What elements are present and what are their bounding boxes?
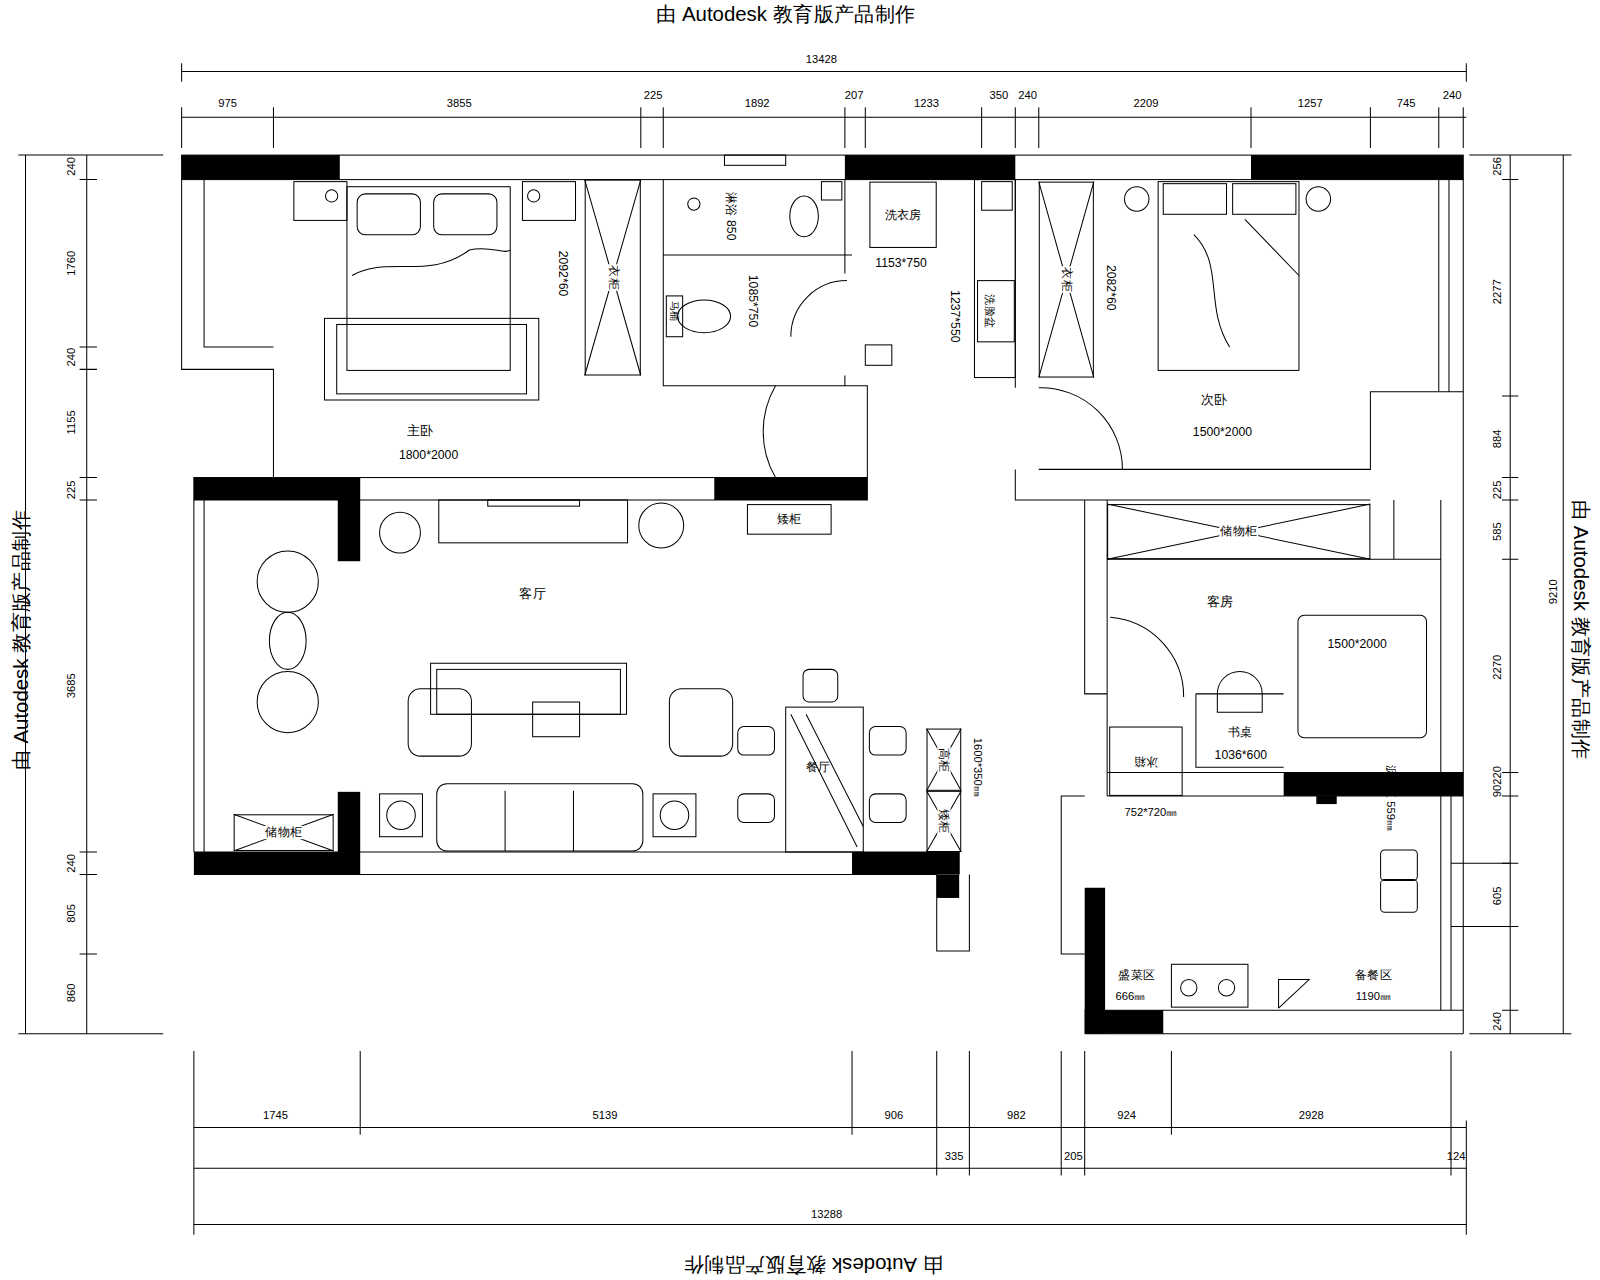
cabinet-label: 冰箱 xyxy=(1133,754,1160,767)
room-label: 餐厅 xyxy=(806,761,830,774)
dimension-label: 9210 xyxy=(1547,579,1559,604)
cabinet-label: 衣柜 xyxy=(606,264,619,291)
dimension-label: 240 xyxy=(1443,89,1462,101)
room-label: 盛菜区 xyxy=(1118,969,1155,982)
dimension-label: 3855 xyxy=(447,97,472,109)
room-label: 1800*2000 xyxy=(399,448,458,461)
cabinet-box: 洗衣房 xyxy=(869,182,936,248)
dimension-label: 240 xyxy=(65,854,77,873)
room-label: 书桌 xyxy=(1228,726,1252,739)
dimension-label: 1233 xyxy=(914,97,939,109)
cabinet-box: 矮柜 xyxy=(747,504,832,535)
cabinet-label: 高柜 xyxy=(937,746,950,773)
cabinet-box: 矮柜 xyxy=(927,791,962,852)
dimension-label: 207 xyxy=(845,89,864,101)
room-label: 752*720㎜ xyxy=(1124,806,1177,818)
dimension-label: 225 xyxy=(1491,480,1503,499)
room-label: 备餐区 xyxy=(1355,969,1392,982)
dimension-label: 5139 xyxy=(593,1109,618,1121)
room-label: 666㎜ xyxy=(1116,990,1146,1002)
dimension-label: 13428 xyxy=(806,53,837,65)
dimension-label: 13288 xyxy=(811,1208,842,1220)
room-label: 客房 xyxy=(1207,595,1234,610)
watermark: 由 Autodesk 教育版产品制作 xyxy=(656,3,916,25)
dimension-label: 585 xyxy=(1491,522,1503,541)
dimension-label: 745 xyxy=(1397,97,1416,109)
dimension-label: 2209 xyxy=(1133,97,1158,109)
room-label: 1237*550 xyxy=(947,290,960,342)
dimension-label: 225 xyxy=(644,89,663,101)
dimension-label: 2277 xyxy=(1491,279,1503,304)
watermark: 由 Autodesk 教育版产品制作 xyxy=(683,1254,943,1276)
cabinet-box: 冰箱 xyxy=(1109,727,1182,796)
dimension-label: 3685 xyxy=(65,673,77,698)
cabinet-label: 矮柜 xyxy=(937,808,950,835)
dimension-label: 1760 xyxy=(65,251,77,276)
cabinet-box: 衣柜 xyxy=(1039,182,1094,378)
watermark: 由 Autodesk 教育版产品制作 xyxy=(9,510,31,770)
room-label: 主卧 xyxy=(407,423,434,438)
cabinet-box: 储物柜 xyxy=(1107,504,1370,559)
dimension-label: 350 xyxy=(990,89,1009,101)
dimension-label: 240 xyxy=(1018,89,1037,101)
room-label: 2092*60 xyxy=(556,251,569,297)
room-label: 1600*350㎜ xyxy=(971,738,983,797)
room-label: 次卧 xyxy=(1201,393,1228,408)
room-label: 洗脸盆 xyxy=(984,294,996,328)
dimension-label: 1257 xyxy=(1298,97,1323,109)
room-label: 1153*750 xyxy=(875,257,927,270)
dimension-label: 884 xyxy=(1491,429,1503,448)
cabinet-label: 储物柜 xyxy=(264,826,303,839)
room-label: 1036*600 xyxy=(1215,748,1267,761)
room-label: 1500*2000 xyxy=(1193,426,1252,439)
dimension-label: 205 xyxy=(1064,1150,1083,1162)
cabinet-label: 储物柜 xyxy=(1219,525,1258,538)
dimension-label: 805 xyxy=(65,904,77,923)
dimension-label: 335 xyxy=(945,1150,964,1162)
room-label: 淋浴 850 xyxy=(724,192,737,240)
room-label: 马桶 xyxy=(669,301,680,321)
dimension-label: 124 xyxy=(1447,1150,1466,1162)
cabinet-label: 矮柜 xyxy=(776,513,803,526)
cabinet-box: 储物柜 xyxy=(234,814,334,851)
dimension-label: 90220 xyxy=(1491,766,1503,797)
watermark: 由 Autodesk 教育版产品制作 xyxy=(1570,500,1592,760)
dimension-label: 982 xyxy=(1007,1109,1026,1121)
dimension-label: 240 xyxy=(65,157,77,176)
dimension-label: 1155 xyxy=(65,410,77,434)
cabinet-label: 衣柜 xyxy=(1060,266,1073,293)
cabinet-box: 衣柜 xyxy=(585,180,641,376)
room-label: 1190㎜ xyxy=(1356,990,1391,1002)
dimension-label: 860 xyxy=(65,983,77,1002)
dimension-label: 906 xyxy=(885,1109,904,1121)
room-label: 客厅 xyxy=(519,587,546,602)
room-label: 2082*60 xyxy=(1103,265,1116,311)
dimension-label: 975 xyxy=(218,97,237,109)
dimension-label: 240 xyxy=(65,348,77,367)
dimension-label: 2928 xyxy=(1299,1109,1324,1121)
dimension-label: 225 xyxy=(65,480,77,499)
dimension-label: 924 xyxy=(1117,1109,1136,1121)
cabinet-label: 洗衣房 xyxy=(884,208,923,221)
dimension-label: 240 xyxy=(1491,1012,1503,1031)
room-label: 1500*2000 xyxy=(1328,638,1387,651)
cabinet-box: 高柜 xyxy=(927,729,962,791)
dimension-label: 2270 xyxy=(1491,655,1503,680)
room-label: 沥水区 559㎜ xyxy=(1385,765,1397,832)
dimension-label: 605 xyxy=(1491,887,1503,906)
dimension-label: 1745 xyxy=(263,1109,288,1121)
room-label: 1085*750 xyxy=(745,275,758,327)
dimension-label: 256 xyxy=(1491,157,1503,176)
dimension-label: 1892 xyxy=(745,97,770,109)
